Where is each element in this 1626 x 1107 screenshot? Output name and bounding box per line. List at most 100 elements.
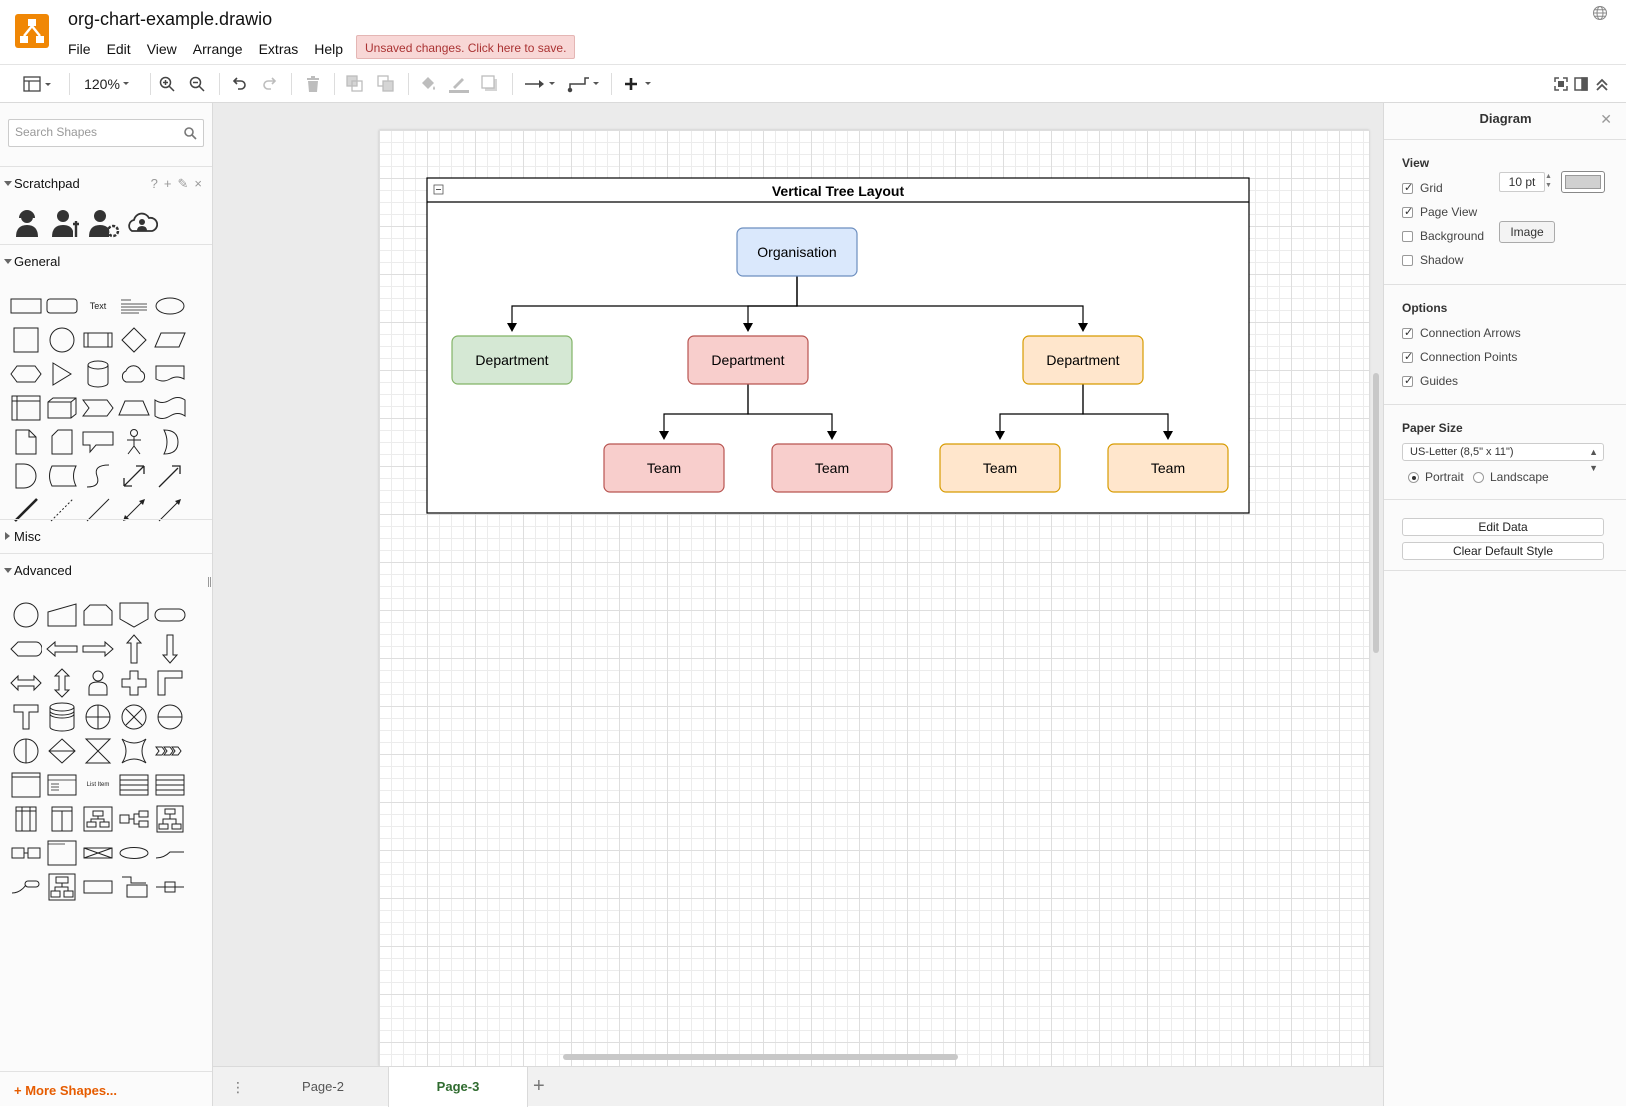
menu-extras[interactable]: Extras [258,41,299,57]
unsaved-changes-button[interactable]: Unsaved changes. Click here to save. [356,35,576,59]
close-icon[interactable]: × [194,176,202,191]
shape-document[interactable] [152,357,188,391]
shape-chevron-chain[interactable] [152,734,188,768]
shape-up-arrow[interactable] [116,632,152,666]
edit-data-button[interactable]: Edit Data [1402,518,1604,536]
grid-size-input[interactable]: 10 pt [1499,172,1545,192]
shape-actor[interactable] [116,425,152,459]
shape-list[interactable] [44,768,80,802]
more-shapes-button[interactable]: + More Shapes... [0,1071,212,1106]
shape-line-circle[interactable] [152,700,188,734]
node-team-3[interactable]: Team [939,443,1061,493]
sidebar-resize-handle[interactable] [208,577,211,587]
general-header[interactable]: General [0,244,212,278]
grid-color-swatch[interactable] [1561,171,1605,193]
shape-terminator[interactable] [152,598,188,632]
menu-arrange[interactable]: Arrange [192,41,243,57]
shape-summing-junction[interactable] [80,700,116,734]
to-front-icon[interactable] [345,74,365,94]
scratchpad-header[interactable]: Scratchpad ? + ✎ × [0,166,212,200]
user-cloud-icon[interactable] [126,207,158,239]
shape-table-vertical[interactable] [152,768,188,802]
shape-cross[interactable] [116,666,152,700]
search-input[interactable] [15,125,175,139]
shape-curve[interactable] [80,459,116,493]
shape-horizontal-flow[interactable] [8,836,44,870]
menu-help[interactable]: Help [314,41,344,57]
shape-manual-input[interactable] [44,598,80,632]
shape-vertical-tree[interactable] [152,802,188,836]
shape-card[interactable] [44,425,80,459]
menu-view[interactable]: View [146,41,177,57]
document-title[interactable]: org-chart-example.drawio [68,9,273,29]
shadow-checkbox-row[interactable]: Shadow [1402,252,1463,268]
diagram-canvas[interactable]: Vertical Tree Layout [213,103,1383,1066]
connection-points-checkbox[interactable] [1402,350,1413,363]
node-team-1[interactable]: Team [603,443,725,493]
connection-arrows-checkbox[interactable] [1402,326,1413,339]
vertical-scrollbar[interactable] [1373,373,1379,653]
grid-checkbox-row[interactable]: Grid [1402,180,1443,196]
grid-size-stepper[interactable]: ▲▼ [1545,173,1552,189]
shape-user[interactable] [80,666,116,700]
shape-cylinder[interactable] [80,357,116,391]
shape-circle-adv[interactable] [8,598,44,632]
shape-star-4[interactable] [116,734,152,768]
shape-callout[interactable] [80,425,116,459]
node-organisation[interactable]: Organisation [736,227,858,277]
shape-sort[interactable] [44,734,80,768]
shape-square[interactable] [8,323,44,357]
shape-vertical-circle[interactable] [8,734,44,768]
connection-points-row[interactable]: Connection Points [1402,349,1517,365]
shape-frame[interactable] [44,836,80,870]
shape-mind-map-node[interactable] [116,836,152,870]
shape-note[interactable] [8,425,44,459]
close-icon[interactable]: ✕ [1600,111,1612,127]
horizontal-scrollbar[interactable] [563,1054,958,1060]
edit-icon[interactable]: ✎ [177,176,189,191]
shape-data-storage[interactable] [44,459,80,493]
shape-container[interactable] [8,768,44,802]
shape-mind-map-branch[interactable] [152,836,188,870]
page-menu-icon[interactable]: ⋮ [231,1079,245,1095]
diagram-page[interactable]: Vertical Tree Layout [379,130,1369,1066]
portrait-radio-row[interactable]: Portrait [1408,469,1464,485]
shape-horizontal-double-arrow[interactable] [8,666,44,700]
shape-line[interactable] [80,493,116,527]
shape-step[interactable] [80,391,116,425]
edge-dept3-team4[interactable] [1082,384,1169,431]
shape-textbox[interactable] [116,289,152,323]
undo-icon[interactable] [229,74,249,94]
help-icon[interactable]: ? [150,176,158,191]
zoom-dropdown[interactable]: 120% [80,74,136,94]
shape-org-tree[interactable] [44,870,80,904]
add-icon[interactable]: + [163,176,172,191]
shadow-icon[interactable] [480,74,500,94]
redo-icon[interactable] [260,74,280,94]
shape-dashed-line[interactable] [44,493,80,527]
shape-tree-container[interactable] [80,802,116,836]
language-globe-icon[interactable] [1592,5,1608,21]
shape-directional-connector[interactable] [152,493,188,527]
shape-right-arrow[interactable] [80,632,116,666]
shape-organization[interactable] [80,870,116,904]
shape-table-horizontal[interactable] [116,768,152,802]
shape-ellipse[interactable] [152,289,188,323]
user-headset-icon[interactable] [12,207,44,239]
shape-diamond[interactable] [116,323,152,357]
shape-topic[interactable] [8,870,44,904]
shape-delay[interactable] [8,459,44,493]
tab-page-3[interactable]: Page-3 [388,1067,528,1107]
shape-corner[interactable] [152,666,188,700]
fill-color-icon[interactable] [418,74,438,94]
page-view-checkbox[interactable] [1402,205,1413,218]
shape-rounded-rectangle[interactable] [44,289,80,323]
guides-row[interactable]: Guides [1402,373,1458,389]
format-panel-icon[interactable] [1573,74,1589,94]
user-tools-icon[interactable] [50,207,82,239]
shape-parallelogram[interactable] [152,323,188,357]
shape-trapezoid[interactable] [116,391,152,425]
add-page-icon[interactable]: + [533,1075,545,1097]
shadow-checkbox[interactable] [1402,254,1413,266]
advanced-header[interactable]: Advanced [0,553,212,587]
